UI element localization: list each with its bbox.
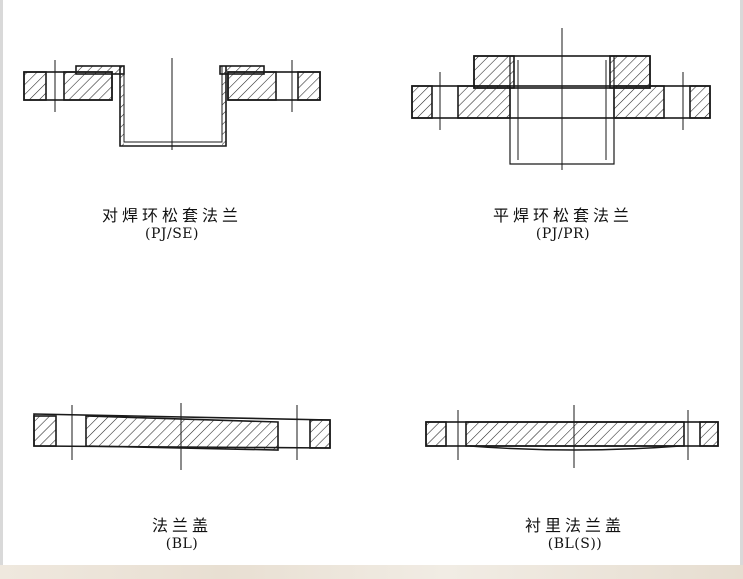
drawing-pj-pr <box>411 28 711 170</box>
drawing-bl-s <box>425 405 719 468</box>
caption-bl-s: 衬里法兰盖 (BL(S)) <box>455 516 695 554</box>
caption-pj-pr-name: 平焊环松套法兰 <box>492 206 633 225</box>
drawing-pj-se <box>23 58 321 150</box>
caption-bl-code: (BL) <box>165 536 199 552</box>
caption-pj-pr: 平焊环松套法兰 (PJ/PR) <box>443 206 683 244</box>
caption-pj-pr-code: (PJ/PR) <box>535 226 591 242</box>
caption-bl: 法兰盖 (BL) <box>62 516 302 554</box>
caption-bl-name: 法兰盖 <box>151 516 212 535</box>
caption-pj-se-code: (PJ/SE) <box>145 226 199 242</box>
caption-bl-s-code: (BL(S)) <box>547 536 603 552</box>
bottom-strip <box>0 565 743 579</box>
drawing-bl <box>33 403 331 470</box>
caption-bl-s-name: 衬里法兰盖 <box>524 516 625 535</box>
caption-pj-se: 对焊环松套法兰 (PJ/SE) <box>52 206 292 244</box>
caption-pj-se-name: 对焊环松套法兰 <box>101 206 242 225</box>
